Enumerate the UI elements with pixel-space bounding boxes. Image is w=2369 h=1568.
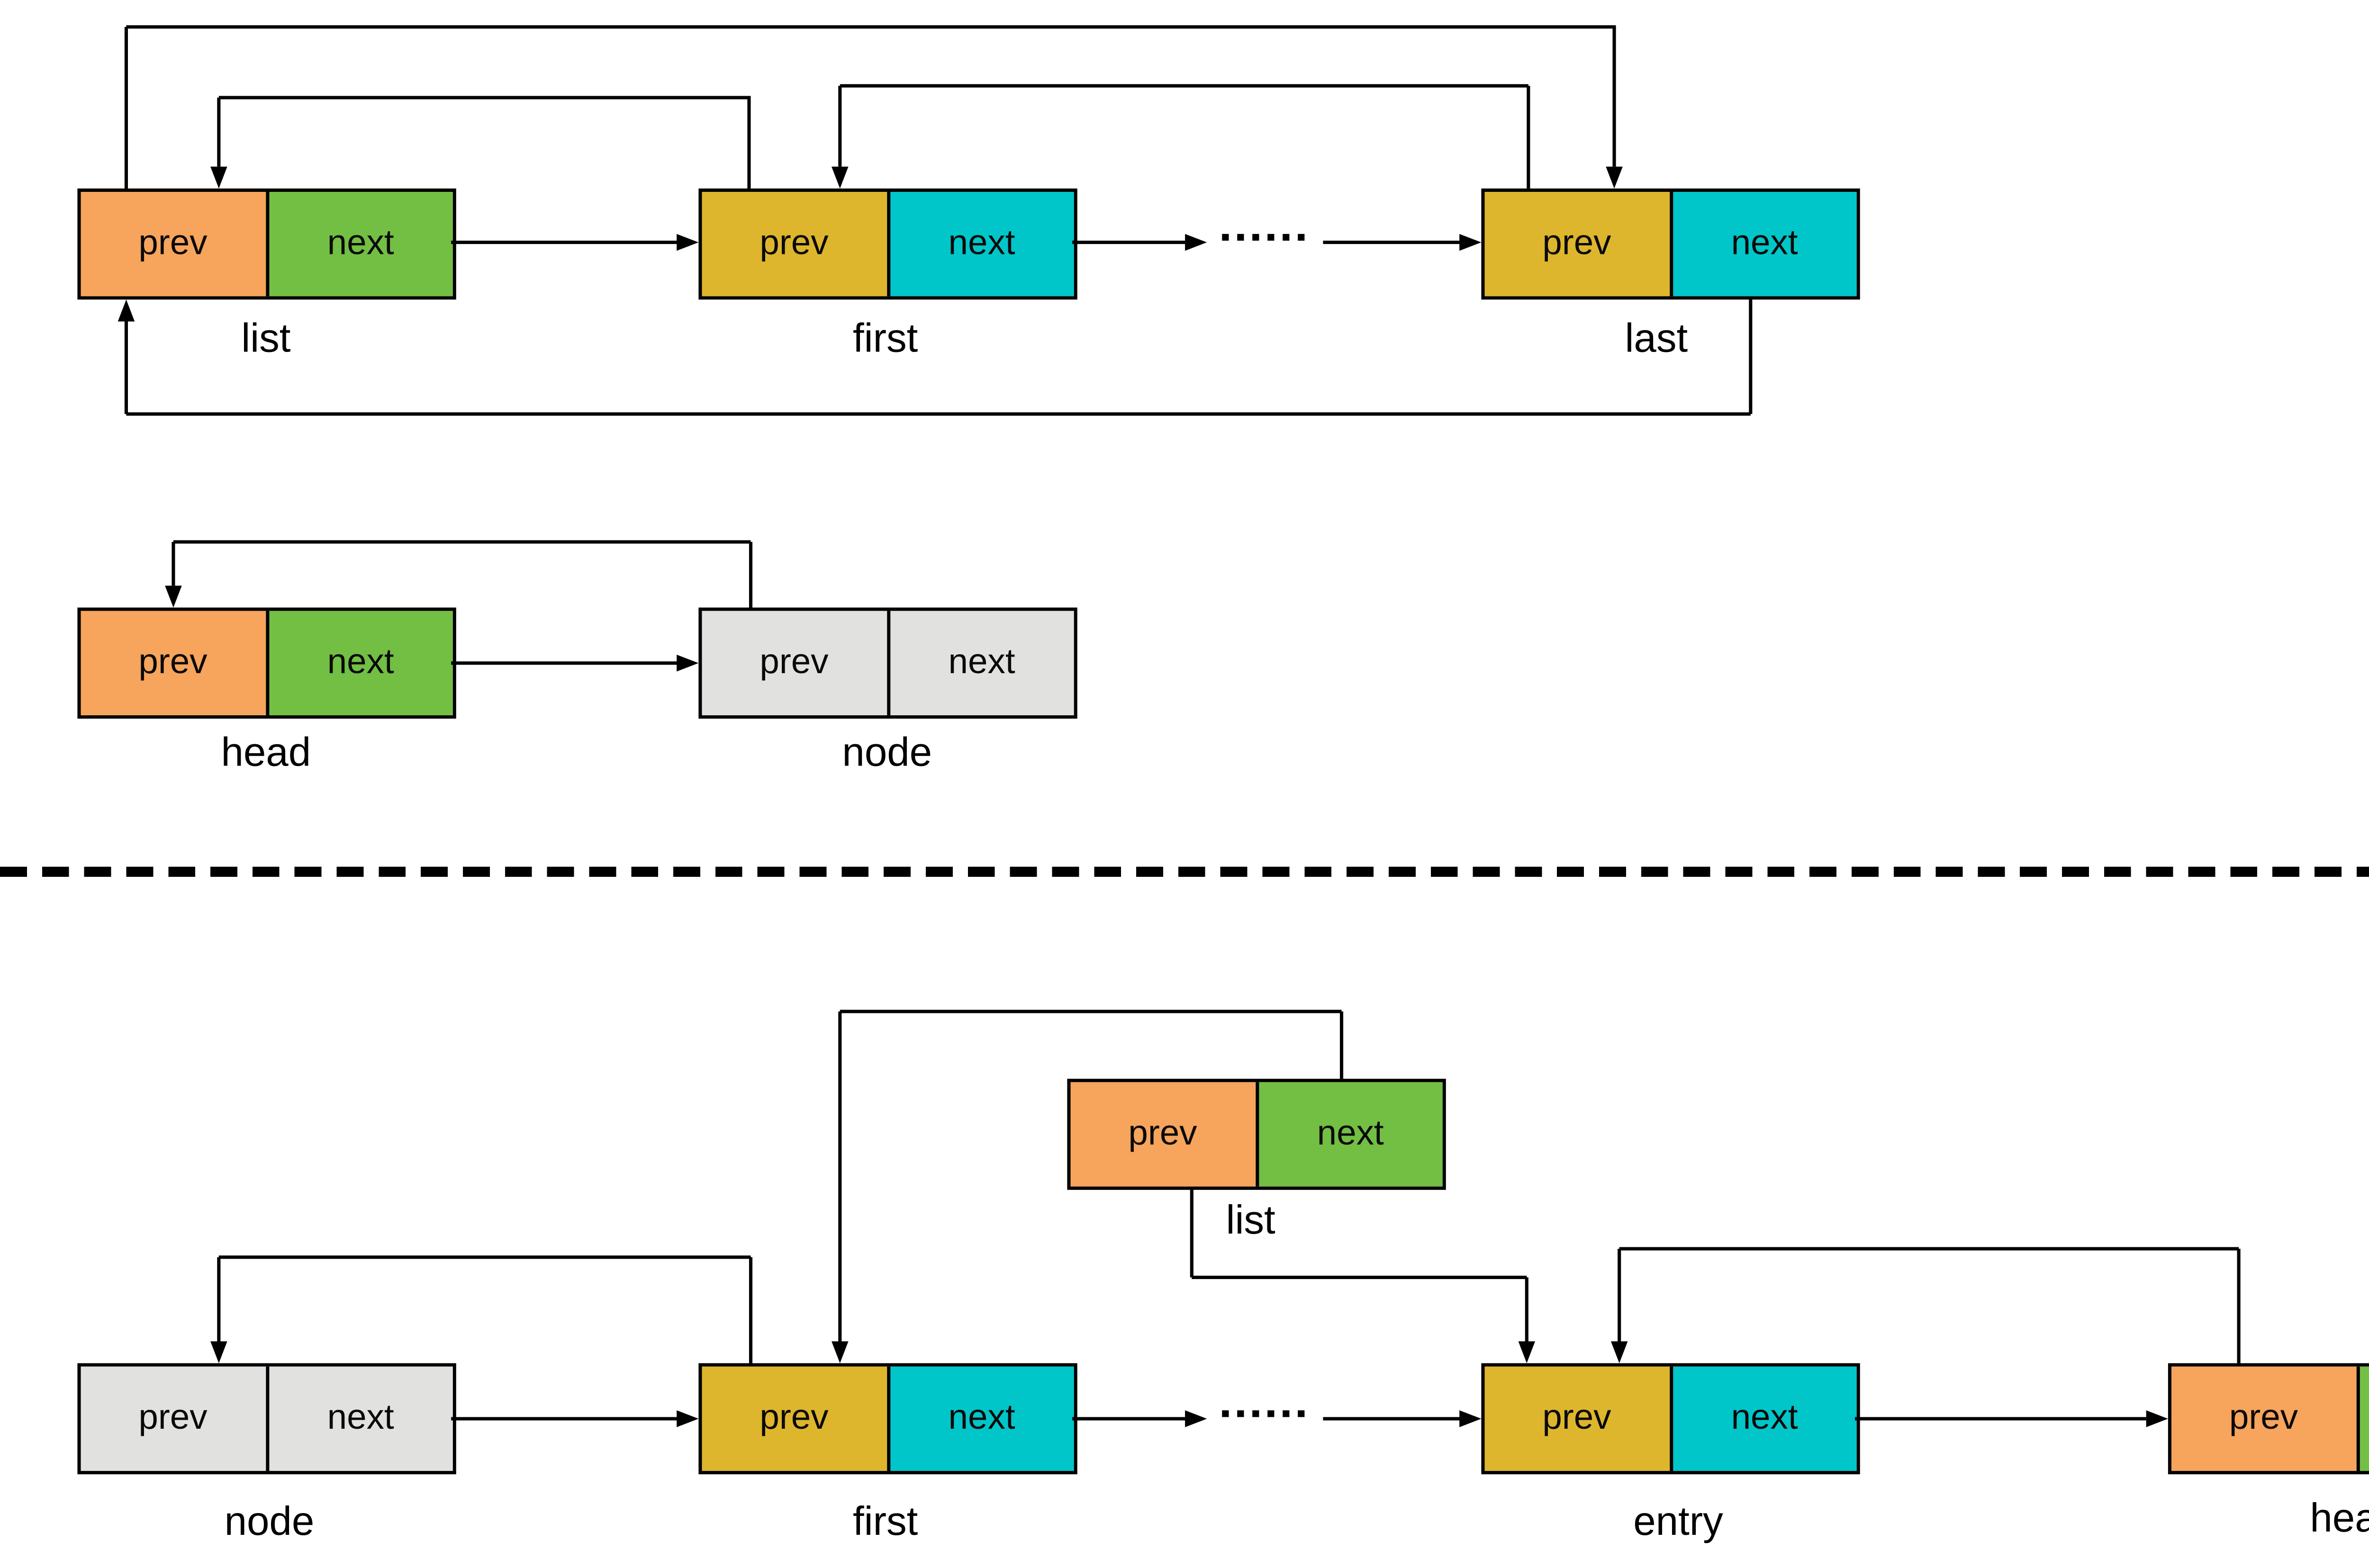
arrowhead-right (677, 655, 699, 672)
bottom-entry-prev-cell: prev (1484, 1366, 1673, 1471)
arrowhead-right (1459, 234, 1482, 251)
bottom-list-next-cell: next (1258, 1082, 1443, 1187)
arrowhead-right (1185, 1410, 1207, 1427)
prev-pointer-label: prev (138, 1398, 208, 1438)
bottom-node-node: prev next (77, 1363, 456, 1475)
mid-node-label: node (842, 730, 932, 776)
next-pointer-label: next (1731, 1398, 1798, 1438)
arrowhead-right (1185, 234, 1207, 251)
arrowhead-down (1518, 1341, 1536, 1363)
mid-head-prev-cell: prev (81, 611, 269, 715)
next-pointer-label: next (948, 643, 1015, 682)
arrowhead-right (677, 234, 699, 251)
bottom-entry-node: prev next (1481, 1363, 1860, 1475)
bottom-head-prev-cell: prev (2171, 1366, 2360, 1471)
top-last-prev-cell: prev (1484, 192, 1673, 297)
arrowhead-down (210, 1341, 227, 1363)
bottom-entry-next-cell: next (1672, 1366, 1857, 1471)
bottom-node-prev-cell: prev (81, 1366, 269, 1471)
bottom-node-next-cell: next (268, 1366, 453, 1471)
next-pointer-label: next (1317, 1114, 1384, 1153)
mid-node-prev-cell: prev (702, 611, 890, 715)
arrowhead-down (832, 1341, 849, 1363)
arrowhead-down (1610, 1341, 1628, 1363)
arrowhead-down (210, 166, 227, 189)
arrowhead-right (1459, 1410, 1482, 1427)
prev-pointer-label: prev (1128, 1114, 1197, 1153)
bottom-head-label: head (2310, 1496, 2369, 1542)
next-pointer-label: next (327, 643, 394, 682)
top-first-next-cell: next (889, 192, 1074, 297)
top-first-label: first (852, 316, 918, 362)
top-list-next-cell: next (268, 192, 453, 297)
ellipsis-dots-top (1222, 234, 1305, 241)
top-last-next-cell: next (1672, 192, 1857, 297)
bottom-entry-label: entry (1633, 1499, 1723, 1545)
bottom-head-node: prev next (2168, 1363, 2369, 1475)
mid-head-label: head (221, 730, 311, 776)
top-last-node: prev next (1481, 188, 1860, 300)
prev-pointer-label: prev (2229, 1398, 2298, 1438)
bottom-list-label: list (1226, 1198, 1275, 1244)
top-first-node: prev next (698, 188, 1077, 300)
dashed-divider (0, 866, 2369, 877)
prev-pointer-label: prev (138, 224, 208, 263)
arrowhead-up (118, 299, 135, 322)
prev-pointer-label: prev (138, 643, 208, 682)
top-list-node: prev next (77, 188, 456, 300)
top-last-label: last (1625, 316, 1688, 362)
top-list-label: list (241, 316, 291, 362)
bottom-head-next-cell: next (2359, 1366, 2369, 1471)
arrowhead-down (165, 586, 182, 608)
prev-pointer-label: prev (1542, 224, 1611, 263)
top-first-prev-cell: prev (702, 192, 890, 297)
bottom-list-node: prev next (1067, 1079, 1446, 1190)
bottom-first-label: first (852, 1499, 918, 1545)
mid-node-next-cell: next (889, 611, 1074, 715)
bottom-first-node: prev next (698, 1363, 1077, 1475)
bottom-first-next-cell: next (889, 1366, 1074, 1471)
prev-pointer-label: prev (1542, 1398, 1611, 1438)
arrowhead-down (1606, 166, 1623, 189)
arrowhead-right (2146, 1410, 2168, 1427)
arrowhead-down (832, 166, 849, 189)
mid-head-next-cell: next (268, 611, 453, 715)
mid-head-node: prev next (77, 607, 456, 719)
bottom-list-prev-cell: prev (1070, 1082, 1258, 1187)
prev-pointer-label: prev (760, 1398, 829, 1438)
mid-node-node: prev next (698, 607, 1077, 719)
next-pointer-label: next (948, 1398, 1015, 1438)
next-pointer-label: next (327, 224, 394, 263)
next-pointer-label: next (948, 224, 1015, 263)
prev-pointer-label: prev (760, 643, 829, 682)
ellipsis-dots-bottom (1222, 1410, 1305, 1417)
prev-pointer-label: prev (760, 224, 829, 263)
next-pointer-label: next (1731, 224, 1798, 263)
bottom-first-prev-cell: prev (702, 1366, 890, 1471)
bottom-node-label: node (224, 1499, 315, 1545)
top-list-prev-cell: prev (81, 192, 269, 297)
next-pointer-label: next (327, 1398, 394, 1438)
arrowhead-right (677, 1410, 699, 1427)
